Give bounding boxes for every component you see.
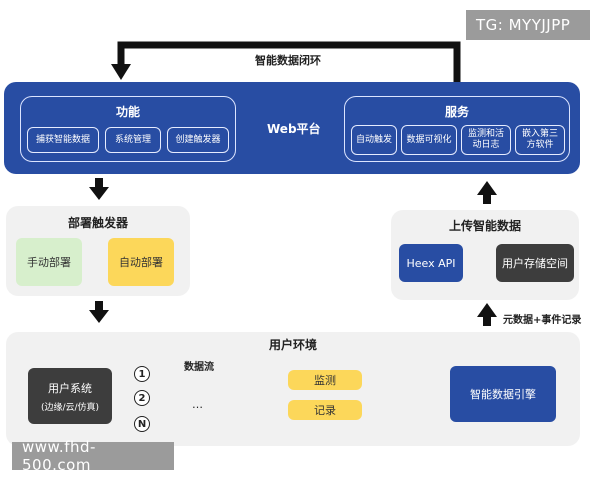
feature-create-trigger: 创建触发器: [167, 127, 229, 153]
deploy-triggers-panel: 部署触发器 手动部署 自动部署: [6, 206, 190, 296]
up-arrow-2-shaft: [483, 316, 491, 326]
down-arrow-1-head: [89, 187, 109, 200]
service-data-visualization: 数据可视化: [401, 125, 457, 155]
flow-ellipsis: …: [192, 398, 203, 411]
down-arrow-2-shaft: [95, 301, 103, 311]
feature-system-management: 系统管理: [105, 127, 161, 153]
upload-title: 上传智能数据: [448, 219, 521, 233]
web-platform: 功能 捕获智能数据 系统管理 创建触发器 Web平台 服务 自动触发 数据可视化…: [4, 82, 580, 174]
user-environment-title: 用户环境: [268, 338, 317, 352]
smart-data-engine-box: 智能数据引擎: [450, 366, 556, 422]
stream-n-marker: N: [134, 416, 150, 432]
monitor-box: 监测: [288, 370, 362, 390]
up-arrow-2-head: [477, 303, 497, 317]
down-arrow-1-shaft: [95, 178, 103, 188]
loop-arrowhead: [111, 64, 131, 80]
deploy-triggers-title: 部署触发器: [67, 216, 128, 230]
record-box: 记录: [288, 400, 362, 420]
manual-deploy-box: 手动部署: [16, 238, 82, 286]
feature-capture-data: 捕获智能数据: [27, 127, 99, 153]
user-environment-panel: 用户环境 用户系统 (边缘/云/仿真) 数据流 1 2 N … 监测 记录 智能…: [6, 332, 580, 446]
user-system-subtitle: (边缘/云/仿真): [40, 402, 100, 413]
up-arrow-1-shaft: [483, 194, 491, 204]
auto-deploy-box: 自动部署: [108, 238, 174, 286]
features-group: 功能 捕获智能数据 系统管理 创建触发器: [20, 96, 236, 162]
data-flow-label: 数据流: [184, 362, 214, 373]
up-arrow-1-head: [477, 181, 497, 195]
web-platform-label: Web平台: [267, 122, 321, 136]
service-embed-third-party: 嵌入第三方软件: [515, 125, 565, 155]
services-title: 服务: [444, 105, 469, 119]
metadata-label: 元数据+事件记录: [503, 315, 582, 326]
watermark-bottom-left: www.fhd-500.com: [12, 438, 174, 474]
user-system-title: 用户系统: [48, 381, 92, 395]
user-system-box: 用户系统 (边缘/云/仿真): [28, 368, 112, 424]
loop-label: 智能数据闭环: [255, 54, 321, 67]
user-storage-box: 用户存储空间: [496, 244, 574, 282]
heex-api-box: Heex API: [399, 244, 463, 282]
down-arrow-2-head: [89, 310, 109, 323]
features-title: 功能: [115, 105, 140, 119]
services-group: 服务 自动触发 数据可视化 监测和活动日志 嵌入第三方软件: [344, 96, 570, 162]
service-auto-trigger: 自动触发: [351, 125, 397, 155]
upload-panel: 上传智能数据 Heex API 用户存储空间: [391, 210, 579, 300]
stream-1-marker: 1: [134, 366, 150, 382]
stream-2-marker: 2: [134, 390, 150, 406]
watermark-top-right: TG: MYYJJPP: [466, 10, 590, 40]
service-monitoring-logs: 监测和活动日志: [461, 125, 511, 155]
loop-connector: [117, 41, 461, 82]
